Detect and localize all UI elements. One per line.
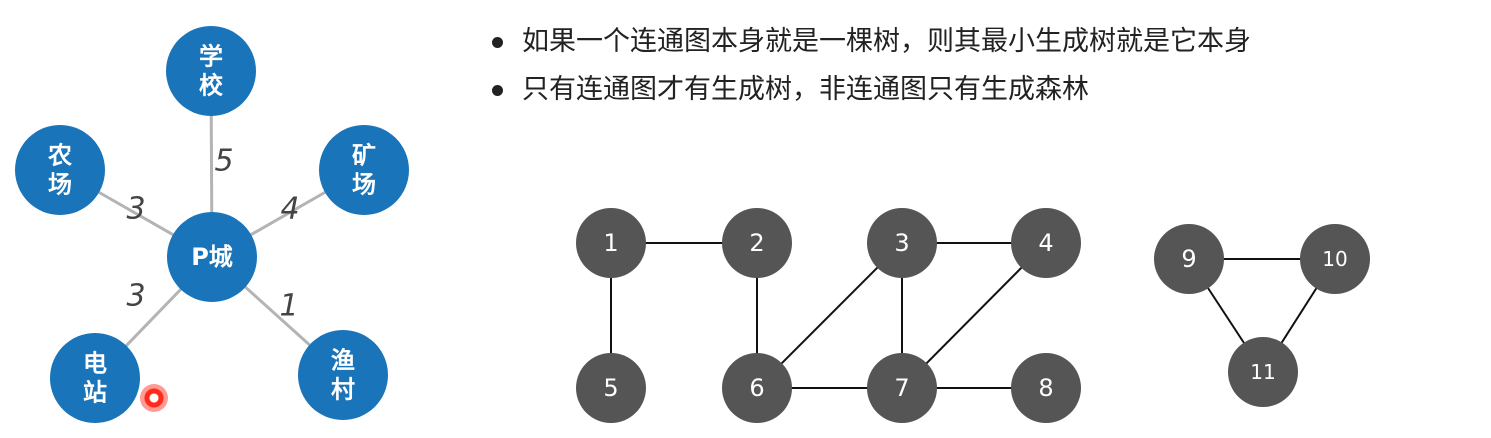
forest-node-circle	[867, 353, 937, 423]
edge-weight-label: 5	[214, 144, 233, 179]
forest-node-label: 4	[1038, 229, 1053, 257]
edge-weight-label: 3	[126, 279, 145, 314]
forest-node-label: 3	[894, 229, 909, 257]
city-node-label: 渔	[331, 347, 355, 375]
city-node-fishing: 渔村	[298, 330, 388, 420]
city-node-label: 学	[199, 43, 223, 71]
bullet-text: 只有连通图才有生成树，非连通图只有生成森林	[522, 74, 1089, 105]
forest-node-label: 5	[603, 374, 618, 402]
forest-node-7: 7	[867, 353, 937, 423]
city-node-circle	[166, 26, 256, 116]
forest-node-9: 9	[1154, 224, 1224, 294]
forest-node-3: 3	[867, 208, 937, 278]
city-node-mine: 矿场	[319, 125, 409, 215]
city-node-circle	[298, 330, 388, 420]
forest-node-circle	[722, 353, 792, 423]
city-node-label: 站	[83, 379, 107, 407]
city-node-label: 矿	[352, 142, 376, 170]
forest-node-11: 11	[1228, 337, 1298, 407]
forest-node-label: 11	[1250, 360, 1275, 384]
city-node-label: 村	[331, 376, 355, 404]
city-node-label: 校	[199, 72, 224, 100]
bullet-text: 如果一个连通图本身就是一棵树，则其最小生成树就是它本身	[522, 26, 1251, 57]
forest-node-circle	[1154, 224, 1224, 294]
city-node-label: 场	[352, 171, 376, 199]
city-node-label: P城	[191, 243, 233, 271]
forest-node-circle	[1011, 208, 1081, 278]
forest-node-2: 2	[722, 208, 792, 278]
city-node-circle	[50, 333, 140, 423]
city-node-school: 学校	[166, 26, 256, 116]
forest-node-1: 1	[576, 208, 646, 278]
edge-weight-label: 3	[126, 192, 145, 227]
forest-node-5: 5	[576, 353, 646, 423]
bullet-item: 如果一个连通图本身就是一棵树，则其最小生成树就是它本身	[488, 18, 1251, 66]
bullet-item: 只有连通图才有生成树，非连通图只有生成森林	[488, 66, 1251, 114]
forest-node-label: 9	[1181, 245, 1196, 273]
bullet-dot	[492, 85, 503, 96]
forest-node-circle	[867, 208, 937, 278]
forest-node-4: 4	[1011, 208, 1081, 278]
forest-node-label: 8	[1038, 374, 1053, 402]
bullet-list: 如果一个连通图本身就是一棵树，则其最小生成树就是它本身 只有连通图才有生成树，非…	[488, 18, 1251, 114]
forest-node-circle	[1228, 337, 1298, 407]
forest-node-label: 2	[749, 229, 764, 257]
city-node-power: 电站	[50, 333, 140, 423]
forest-graph-nodes: 1 2 3 4 5 6 7 8 9 10 11	[576, 208, 1370, 423]
forest-node-label: 10	[1322, 247, 1347, 271]
forest-node-6: 6	[722, 353, 792, 423]
city-node-label: 场	[48, 171, 72, 199]
city-node-farm: 农场	[15, 125, 105, 215]
edge-weight-label: 1	[279, 289, 298, 324]
edge-weight-label: 4	[280, 192, 299, 227]
forest-node-circle	[576, 208, 646, 278]
forest-node-circle	[1011, 353, 1081, 423]
forest-node-circle	[722, 208, 792, 278]
city-node-label: 农	[47, 142, 72, 170]
forest-node-label: 1	[603, 229, 618, 257]
city-node-circle	[167, 212, 257, 302]
city-node-label: 电	[83, 350, 107, 378]
city-node-pcity: P城	[167, 212, 257, 302]
pointer-highlight-icon	[140, 384, 168, 412]
forest-node-10: 10	[1300, 224, 1370, 294]
city-node-circle	[15, 125, 105, 215]
forest-node-label: 7	[894, 374, 909, 402]
forest-graph-edges	[610, 242, 1336, 389]
forest-node-label: 6	[749, 374, 764, 402]
forest-node-8: 8	[1011, 353, 1081, 423]
bullet-dot	[492, 37, 503, 48]
forest-node-circle	[1300, 224, 1370, 294]
city-node-circle	[319, 125, 409, 215]
forest-node-circle	[576, 353, 646, 423]
